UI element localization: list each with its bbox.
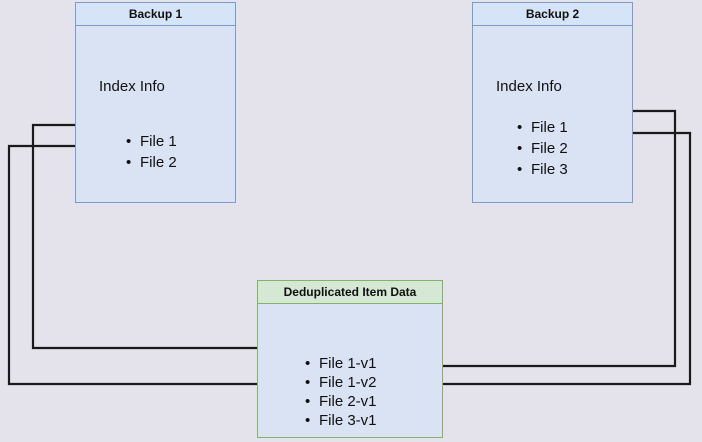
dedup-title: Deduplicated Item Data [258,281,442,304]
backup2-file-label: File 3 [531,161,568,178]
dedup-item: File 1-v1 [305,354,377,373]
backup1-file-label: File 2 [140,154,177,171]
backup2-index-label: Index Info [496,78,562,95]
backup2-file-list: File 1 File 2 File 3 [517,117,568,180]
dedup-item-label: File 2-v1 [319,393,377,410]
dedup-item-list: File 1-v1 File 1-v2 File 2-v1 File 3-v1 [305,354,377,430]
dedup-box: Deduplicated Item Data File 1-v1 File 1-… [257,280,443,438]
backup1-index-label: Index Info [99,78,165,95]
dedup-item-label: File 1-v1 [319,355,377,372]
backup2-file-item: File 2 [517,138,568,159]
backup2-file-label: File 2 [531,140,568,157]
backup2-title: Backup 2 [473,3,632,26]
backup2-file-item: File 1 [517,117,568,138]
backup1-file-item: File 2 [126,152,177,173]
dedup-item-label: File 1-v2 [319,374,377,391]
backup2-box: Backup 2 Index Info File 1 File 2 File 3 [472,2,633,203]
backup1-body: Index Info File 1 File 2 [76,26,235,202]
backup1-box: Backup 1 Index Info File 1 File 2 [75,2,236,203]
backup1-file-label: File 1 [140,133,177,150]
backup1-file-list: File 1 File 2 [126,131,177,173]
backup2-file-label: File 1 [531,119,568,136]
dedup-body: File 1-v1 File 1-v2 File 2-v1 File 3-v1 [258,304,442,437]
dedup-item: File 3-v1 [305,411,377,430]
backup2-body: Index Info File 1 File 2 File 3 [473,26,632,202]
backup1-title: Backup 1 [76,3,235,26]
dedup-item: File 1-v2 [305,373,377,392]
backup2-file-item: File 3 [517,159,568,180]
dedup-item: File 2-v1 [305,392,377,411]
dedup-item-label: File 3-v1 [319,412,377,429]
backup1-file-item: File 1 [126,131,177,152]
